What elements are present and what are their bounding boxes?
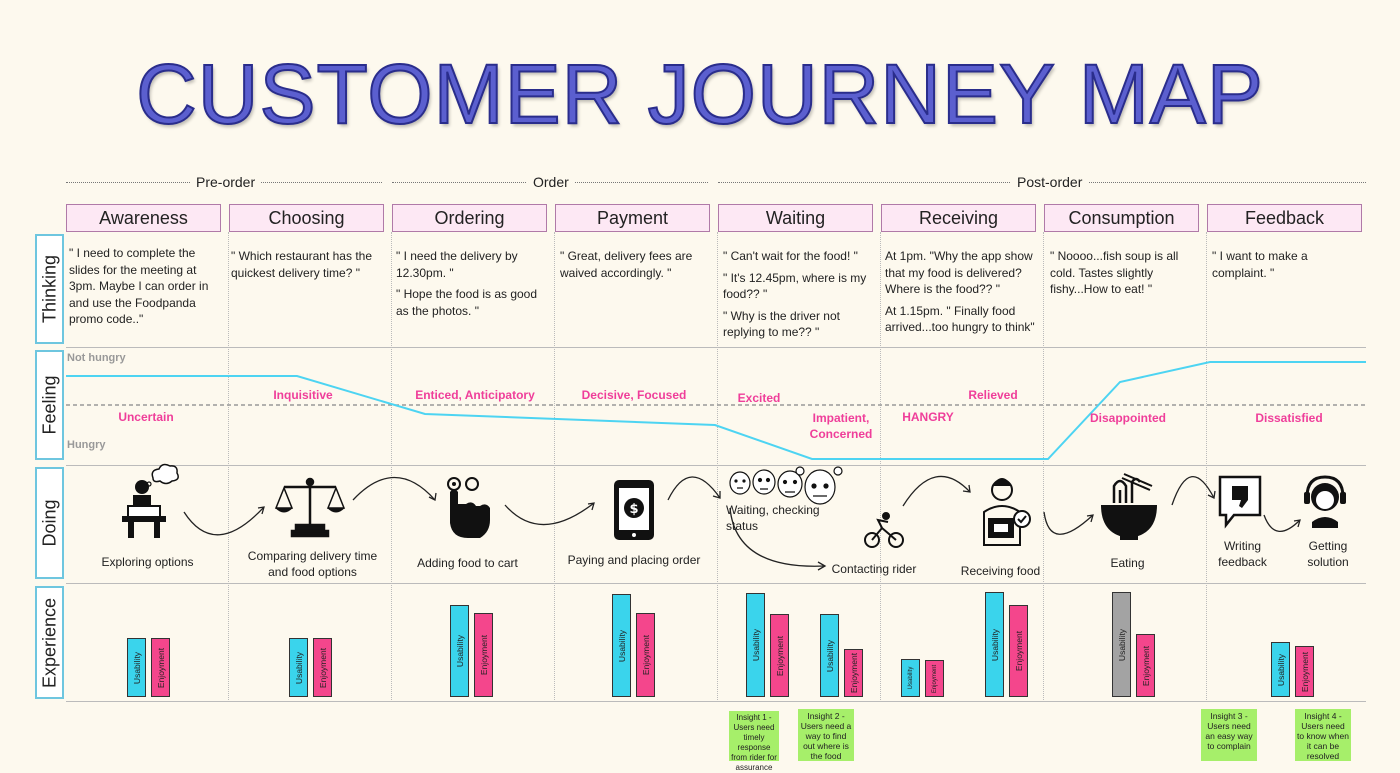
insight-note-3: Insight 3 - Users need an easy way to co… bbox=[1201, 709, 1257, 761]
doing-comparing: Comparing delivery time and food options bbox=[247, 549, 378, 579]
stage-receiving: Receiving bbox=[881, 204, 1036, 232]
insight-note-1: Insight 1 - Users need timely response f… bbox=[729, 711, 779, 772]
column-divider bbox=[391, 232, 392, 702]
phase-label-order: Order bbox=[527, 174, 575, 190]
thinking-feedback: " I want to make a complaint. " bbox=[1212, 249, 1308, 280]
phase-label-pre-order: Pre-order bbox=[190, 174, 262, 190]
emotion-hangry: HANGRY bbox=[902, 410, 954, 424]
row-label-doing: Doing bbox=[35, 467, 64, 579]
emotion-inquisitive: Inquisitive bbox=[273, 388, 333, 402]
column-divider bbox=[1206, 232, 1207, 702]
doing-paying: Paying and placing order bbox=[567, 553, 701, 567]
delivery-person-icon bbox=[983, 478, 1031, 546]
doing-exploring: Exploring options bbox=[101, 555, 194, 569]
thinking-awareness: " I need to complete the slides for the … bbox=[69, 246, 209, 326]
mobile-payment-icon: $ bbox=[614, 480, 654, 540]
page-title: CUSTOMER JOURNEY MAP bbox=[135, 46, 1264, 142]
feeling-curve bbox=[66, 361, 1366, 460]
emotion-relieved: Relieved bbox=[968, 388, 1018, 402]
column-divider bbox=[228, 232, 229, 702]
column-divider bbox=[554, 232, 555, 702]
doing-waiting: Waiting, checking status bbox=[726, 503, 820, 533]
row-label-feeling: Feeling bbox=[35, 350, 64, 460]
thinking-payment: " Great, delivery fees are waived accord… bbox=[560, 249, 693, 280]
emotion-enticed: Enticed, Anticipatory bbox=[415, 388, 535, 402]
column-divider bbox=[717, 232, 718, 702]
stage-choosing: Choosing bbox=[229, 204, 384, 232]
emotion-uncertain: Uncertain bbox=[118, 410, 174, 424]
column-divider bbox=[1043, 232, 1044, 702]
thinking-consumption: " Noooo...fish soup is all cold. Tastes … bbox=[1050, 249, 1179, 296]
stage-consumption: Consumption bbox=[1044, 204, 1199, 232]
tap-hand-icon bbox=[447, 477, 490, 538]
thinking-ordering: " I need the delivery by 12.30pm. " " Ho… bbox=[396, 249, 538, 318]
stage-waiting: Waiting bbox=[718, 204, 873, 232]
emotion-decisive: Decisive, Focused bbox=[581, 388, 687, 402]
noodle-bowl-icon bbox=[1101, 473, 1157, 540]
doing-contacting-rider: Contacting rider bbox=[831, 562, 917, 576]
phase-label-post-order: Post-order bbox=[1011, 174, 1089, 190]
row-divider bbox=[66, 701, 1366, 702]
flow-arrows-icon bbox=[183, 475, 1301, 571]
desk-computer-icon bbox=[122, 463, 179, 538]
insight-note-4: Insight 4 - Users need to know when it c… bbox=[1295, 709, 1351, 761]
cyclist-icon bbox=[864, 512, 904, 548]
doing-writing-feedback: Writing feedback bbox=[1218, 539, 1267, 569]
thinking-choosing: " Which restaurant has the quickest deli… bbox=[231, 249, 372, 280]
feedback-bubble-icon bbox=[1218, 475, 1262, 529]
balance-scale-icon bbox=[274, 477, 346, 538]
emotion-disappointed: Disappointed bbox=[1089, 411, 1166, 425]
thinking-waiting: " Can't wait for the food! " " It's 12.4… bbox=[723, 249, 867, 339]
stage-awareness: Awareness bbox=[66, 204, 221, 232]
feeling-top-label: Not hungry bbox=[67, 352, 126, 364]
row-divider bbox=[66, 583, 1366, 584]
row-divider bbox=[66, 347, 1366, 348]
column-divider bbox=[880, 232, 881, 702]
row-divider bbox=[66, 465, 1366, 466]
stage-payment: Payment bbox=[555, 204, 710, 232]
doing-receiving: Receiving food bbox=[960, 564, 1041, 578]
support-agent-icon bbox=[1304, 475, 1346, 528]
row-label-thinking: Thinking bbox=[35, 234, 64, 344]
thinking-receiving: At 1pm. "Why the app show that my food i… bbox=[885, 249, 1035, 334]
emotion-excited: Excited bbox=[737, 391, 781, 405]
feeling-bottom-label: Hungry bbox=[67, 439, 106, 451]
doing-eating: Eating bbox=[1110, 556, 1145, 570]
insight-note-2: Insight 2 - Users need a way to find out… bbox=[798, 709, 854, 761]
doing-adding-to-cart: Adding food to cart bbox=[417, 556, 518, 570]
svg-text:$: $ bbox=[629, 502, 638, 517]
doing-getting-solution: Getting solution bbox=[1307, 539, 1349, 569]
stage-feedback: Feedback bbox=[1207, 204, 1362, 232]
emotion-dissatisfied: Dissatisfied bbox=[1255, 411, 1323, 425]
waiting-faces-icon bbox=[729, 466, 843, 505]
row-label-experience: Experience bbox=[35, 586, 64, 699]
stage-ordering: Ordering bbox=[392, 204, 547, 232]
emotion-impatient: Impatient, Concerned bbox=[809, 411, 873, 441]
